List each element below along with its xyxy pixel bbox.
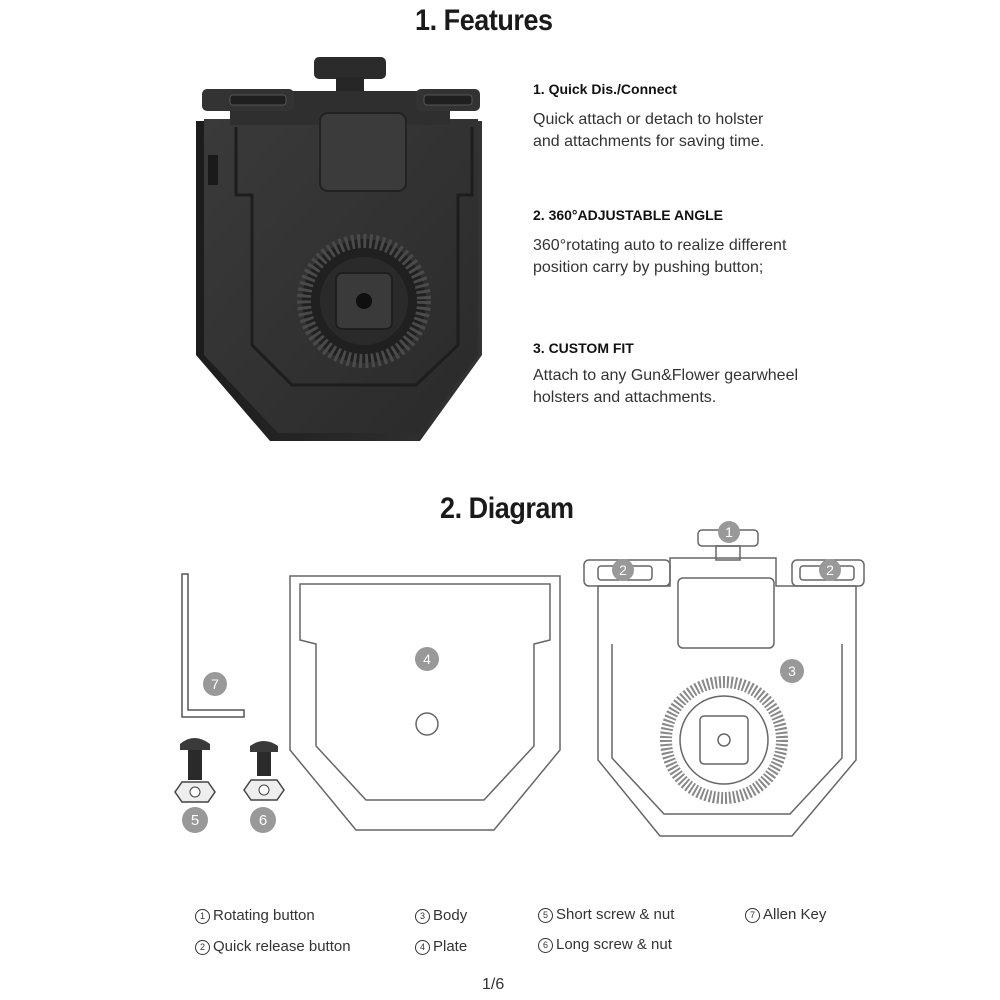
legend-num-5: 5	[538, 908, 553, 923]
feature-2-line-1: 360°rotating auto to realize different	[533, 237, 787, 254]
photo-quick-release-right	[416, 89, 480, 111]
legend-num-6: 6	[538, 938, 553, 953]
callout-7-label: 7	[211, 676, 219, 692]
legend-text-3: Body	[433, 907, 468, 924]
legend-num-3: 3	[415, 909, 430, 924]
feature-1-line-2: and attachments for saving time.	[533, 133, 765, 150]
feature-2-body: 360°rotating auto to realize different p…	[533, 235, 853, 279]
allen-key-drawing	[181, 573, 245, 718]
callout-2-left-label: 2	[619, 562, 627, 578]
legend-text-7: Allen Key	[763, 906, 827, 923]
callout-5: 5	[182, 807, 208, 833]
callout-7: 7	[203, 672, 227, 696]
feature-2-line-2: position carry by pushing button;	[533, 259, 764, 276]
diagram-title: 2. Diagram	[440, 492, 574, 525]
legend-num-7: 7	[745, 908, 760, 923]
legend-text-2: Quick release button	[213, 938, 351, 955]
legend-num-2: 2	[195, 940, 210, 955]
callout-5-label: 5	[191, 812, 199, 829]
callout-6: 6	[250, 807, 276, 833]
callout-2-right-label: 2	[826, 562, 834, 578]
photo-quick-release-left	[202, 89, 294, 111]
legend-text-4: Plate	[433, 938, 468, 955]
callout-1-label: 1	[725, 524, 733, 540]
body-drawing	[583, 529, 865, 837]
callout-4: 4	[415, 647, 439, 671]
callout-6-label: 6	[259, 812, 267, 829]
feature-1-line-1: Quick attach or detach to holster	[533, 111, 764, 128]
callout-3: 3	[780, 659, 804, 683]
feature-2-heading: 2. 360°ADJUSTABLE ANGLE	[533, 207, 723, 223]
legend-num-1: 1	[195, 909, 210, 924]
legend-num-4: 4	[415, 940, 430, 955]
features-title: 1. Features	[415, 4, 553, 37]
plate-drawing	[289, 575, 561, 831]
legend-text-5: Short screw & nut	[556, 906, 675, 923]
product-photo	[196, 57, 482, 441]
legend-text-6: Long screw & nut	[556, 936, 672, 953]
callout-1: 1	[718, 521, 740, 543]
feature-1-heading: 1. Quick Dis./Connect	[533, 81, 677, 97]
feature-3-body: Attach to any Gun&Flower gearwheel holst…	[533, 365, 853, 409]
callout-3-label: 3	[788, 663, 796, 679]
callout-2-left: 2	[612, 559, 634, 581]
page-number: 1/6	[482, 976, 505, 993]
callout-2-right: 2	[819, 559, 841, 581]
feature-1-body: Quick attach or detach to holster and at…	[533, 109, 853, 153]
legend-text-1: Rotating button	[213, 907, 315, 924]
feature-3-heading: 3. CUSTOM FIT	[533, 340, 634, 356]
short-screw-drawing	[174, 738, 216, 803]
callout-4-label: 4	[423, 651, 431, 667]
feature-3-line-2: holsters and attachments.	[533, 389, 717, 406]
long-screw-drawing	[243, 741, 285, 801]
feature-3-line-1: Attach to any Gun&Flower gearwheel	[533, 367, 799, 384]
